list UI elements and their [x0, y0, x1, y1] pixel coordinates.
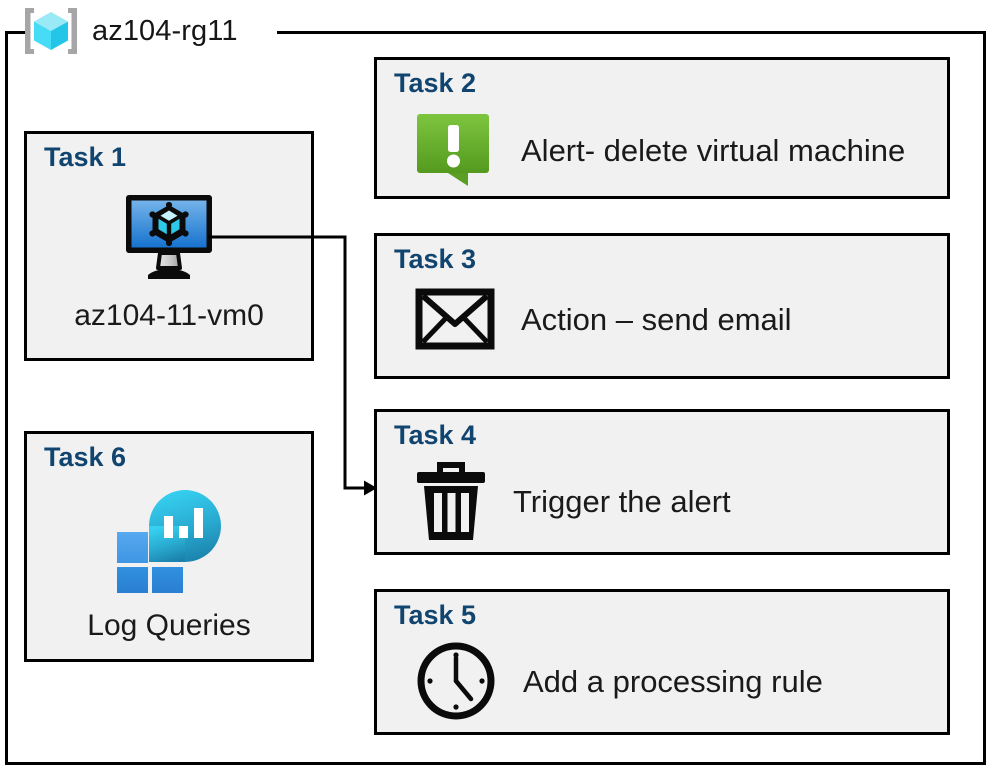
card-task3-row: Action – send email [415, 288, 937, 350]
card-task2[interactable]: Task 2 Alert- delete virtual machin [374, 57, 950, 199]
card-task6-label: Log Queries [87, 609, 251, 642]
resource-group-header: az104-rg11 [20, 2, 238, 60]
card-task2-row: Alert- delete virtual machine [415, 112, 937, 188]
card-task6-title: Task 6 [44, 442, 127, 472]
card-task5-label: Add a processing rule [523, 663, 823, 699]
card-task1-icon-area [27, 192, 311, 284]
trash-can-icon [415, 460, 487, 542]
virtual-machine-icon [122, 192, 216, 284]
card-task6[interactable]: Task 6 [24, 431, 314, 662]
card-task4-title: Task 4 [394, 420, 477, 450]
resource-group-cube-icon [20, 5, 82, 57]
card-task1[interactable]: Task 1 [24, 131, 314, 361]
resource-group-frame-top-right-segment [277, 31, 986, 34]
resource-group-name: az104-rg11 [92, 14, 238, 47]
alert-bubble-icon [415, 112, 495, 188]
card-task3-label: Action – send email [521, 301, 792, 337]
card-task2-title: Task 2 [394, 68, 477, 98]
resource-group-frame-top-left-segment [5, 31, 27, 34]
card-task5-title: Task 5 [394, 600, 477, 630]
resource-group-frame [5, 31, 986, 765]
card-task3[interactable]: Task 3 Action – send email [374, 233, 950, 379]
card-task4-label: Trigger the alert [513, 483, 731, 519]
card-task6-icon-area [27, 484, 311, 594]
card-task5-row: Add a processing rule [415, 640, 937, 722]
card-task4-row: Trigger the alert [415, 460, 937, 542]
log-analytics-icon [113, 484, 225, 594]
card-task4[interactable]: Task 4 Trigger the alert [374, 409, 950, 555]
card-task1-title: Task 1 [44, 142, 127, 172]
card-task2-label: Alert- delete virtual machine [521, 132, 906, 168]
clock-icon [415, 640, 497, 722]
card-task3-title: Task 3 [394, 244, 477, 274]
envelope-icon [415, 288, 495, 350]
card-task5[interactable]: Task 5 Add a processing rule [374, 589, 950, 735]
card-task1-label: az104-11-vm0 [74, 299, 264, 332]
